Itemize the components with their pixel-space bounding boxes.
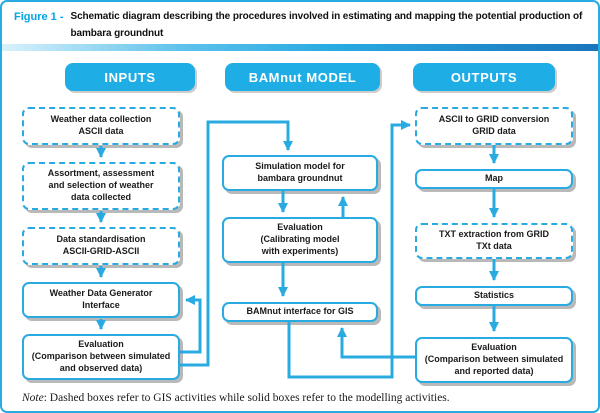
note-label: Note (22, 392, 44, 404)
box-evaluation-observed: Evaluation (Comparison between simulated… (22, 334, 180, 380)
figure-number-label: Figure 1 - (14, 11, 64, 23)
box-bamnut-interface-gis: BAMnut interface for GIS (222, 302, 378, 322)
box-weather-data-generator-interface: Weather Data Generator Interface (22, 282, 180, 318)
box-ascii-to-grid: ASCII to GRID conversion GRID data (415, 107, 573, 145)
gradient-divider-bar (2, 44, 598, 51)
note-text: : Dashed boxes refer to GIS activities w… (43, 392, 450, 404)
box-evaluation-reported: Evaluation (Comparison between simulated… (415, 337, 573, 383)
box-simulation-model: Simulation model for bambara groundnut (222, 155, 378, 191)
column-header-outputs: OUTPUTS (413, 63, 555, 91)
box-assortment-assessment: Assortment, assessment and selection of … (22, 162, 180, 210)
arrow-evaluation-reported-to-bamnut-gis (336, 326, 415, 359)
box-map: Map (415, 169, 573, 189)
figure-caption: Figure 1 - Schematic diagram describing … (14, 9, 592, 42)
arrow-evaluation-to-wdg-loop (180, 294, 202, 354)
figure-note: Note: Dashed boxes refer to GIS activiti… (22, 392, 588, 404)
column-header-inputs: INPUTS (65, 63, 195, 91)
column-header-bamnut-model: BAMnut MODEL (225, 63, 380, 91)
box-weather-data-collection: Weather data collection ASCII data (22, 107, 180, 145)
box-data-standardisation: Data standardisation ASCII-GRID-ASCII (22, 227, 180, 265)
box-evaluation-calibrating: Evaluation (Calibrating model with exper… (222, 217, 378, 263)
box-statistics: Statistics (415, 286, 573, 306)
figure-title-text: Schematic diagram describing the procedu… (70, 11, 583, 39)
box-txt-extraction: TXT extraction from GRID TXt data (415, 223, 573, 259)
